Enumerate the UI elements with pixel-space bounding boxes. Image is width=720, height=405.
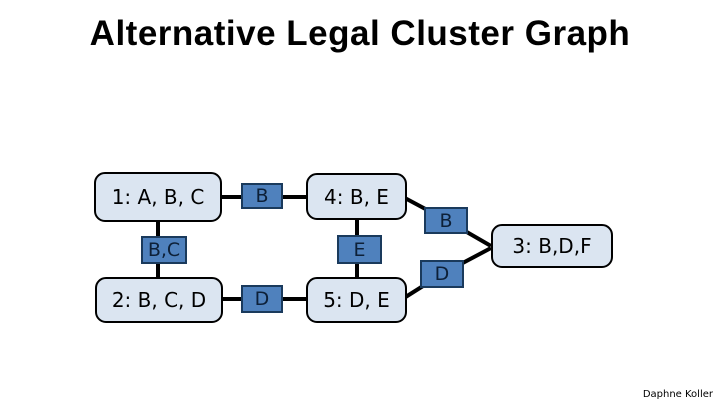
slide-title: Alternative Legal Cluster Graph xyxy=(89,14,631,53)
cluster-node-5: 5: D, E xyxy=(306,277,407,323)
cluster-node-2: 2: B, C, D xyxy=(95,277,223,323)
cluster-node-4: 4: B, E xyxy=(306,173,407,220)
cluster-node-3: 3: B,D,F xyxy=(491,224,613,268)
sepset-box-4-3: B xyxy=(424,207,468,234)
sepset-box-4-5: E xyxy=(337,235,382,264)
sepset-box-2-5: D xyxy=(241,285,283,313)
sepset-box-5-3: D xyxy=(420,260,464,288)
cluster-node-1: 1: A, B, C xyxy=(94,172,222,222)
sepset-box-1-2: B,C xyxy=(141,236,187,264)
attribution: Daphne Koller xyxy=(642,389,713,400)
sepset-box-1-4: B xyxy=(241,183,283,209)
